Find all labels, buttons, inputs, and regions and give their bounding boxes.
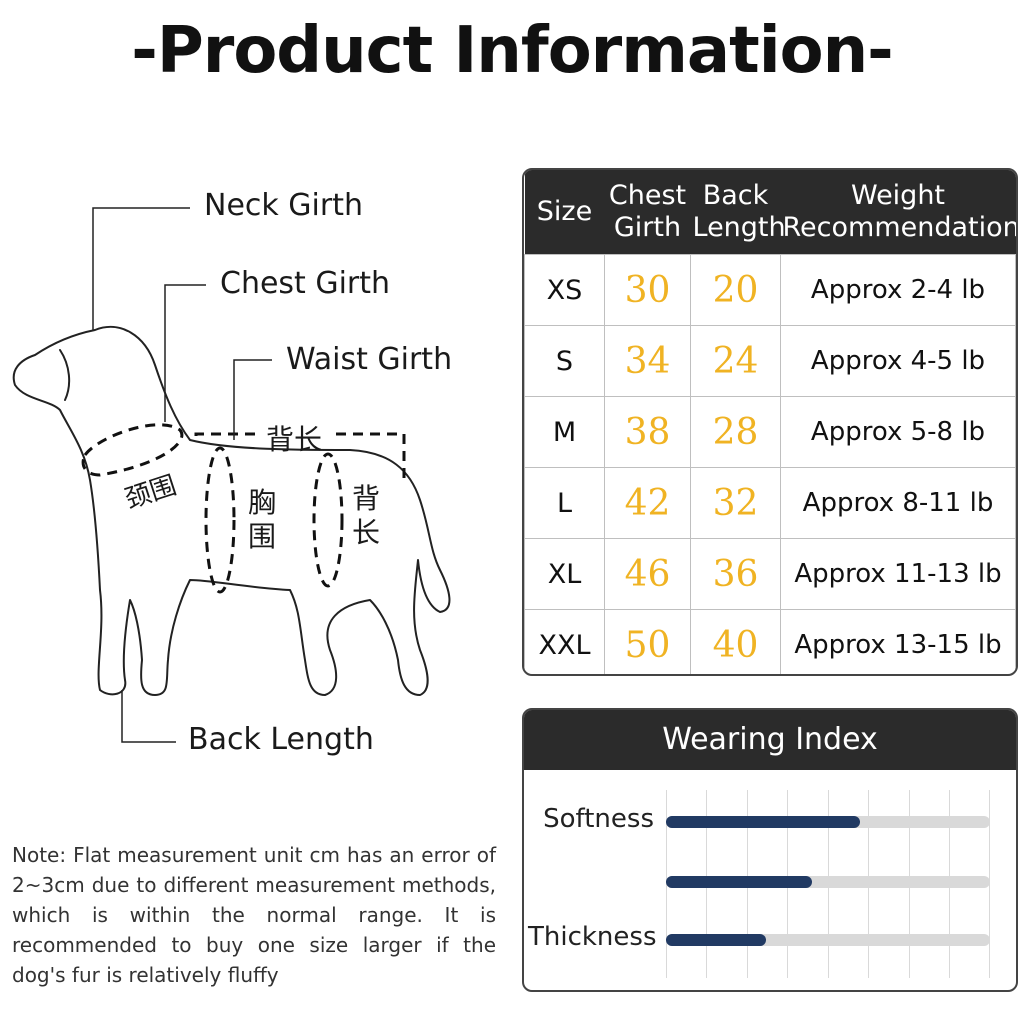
dog-outline-icon (12, 207, 451, 743)
table-row: XS 30 20 Approx 2-4 lb (524, 254, 1016, 326)
chest-cell: 30 (604, 254, 691, 326)
wearing-index-panel: Wearing Index Softness Thickness (522, 708, 1018, 992)
back-cell: 40 (690, 609, 781, 674)
page-title: -Product Information- (131, 14, 893, 88)
neck-girth-label: Neck Girth (204, 188, 363, 223)
table-row: S 34 24 Approx 4-5 lb (524, 325, 1016, 397)
table-row: L 42 32 Approx 8-11 lb (524, 467, 1016, 539)
chest-girth-label: Chest Girth (220, 266, 391, 301)
back-length-label: Back Length (188, 722, 374, 757)
weight-cell: Approx 2-4 lb (780, 254, 1016, 326)
thickness-bar-track (666, 934, 990, 946)
header-weight: Weight Recommendation (780, 170, 1016, 255)
back-cell: 20 (690, 254, 781, 326)
weight-cell: Approx 11-13 lb (780, 538, 1016, 610)
back-cell: 24 (690, 325, 781, 397)
wearing-index-title: Wearing Index (524, 710, 1016, 770)
table-row: M 38 28 Approx 5-8 lb (524, 396, 1016, 468)
dog-measurement-diagram: Neck Girth Chest Girth Waist Girth Back … (0, 150, 520, 790)
size-cell: S (524, 325, 605, 397)
thickness-label: Thickness (528, 922, 657, 952)
chest-cell: 46 (604, 538, 691, 610)
softness-bar-fill (666, 816, 861, 828)
chest-cell: 38 (604, 396, 691, 468)
size-cell: XL (524, 538, 605, 610)
cn-back-length-side-label: 背长 (352, 482, 381, 549)
header-back-length: Back Length (690, 170, 786, 255)
weight-cell: Approx 4-5 lb (780, 325, 1016, 397)
header-size: Size (524, 170, 605, 255)
cn-back-length-top-label: 背长 (266, 423, 323, 456)
size-cell: L (524, 467, 605, 539)
measurement-note: Note: Flat measurement unit cm has an er… (12, 843, 496, 987)
waist-girth-label: Waist Girth (286, 342, 453, 377)
size-table: Size Chest Girth Back Length Weight Reco… (522, 168, 1018, 676)
table-row: XL 46 36 Approx 11-13 lb (524, 538, 1016, 610)
size-table-header: Size Chest Girth Back Length Weight Reco… (524, 170, 1016, 255)
chest-cell: 50 (604, 609, 691, 674)
middle-bar-fill (666, 876, 812, 888)
weight-cell: Approx 8-11 lb (780, 467, 1016, 539)
softness-bar-track (666, 816, 990, 828)
size-cell: XS (524, 254, 605, 326)
softness-label: Softness (543, 804, 654, 834)
cn-chest-label: 胸围 (248, 486, 277, 553)
thickness-bar-fill (666, 934, 767, 946)
weight-cell: Approx 13-15 lb (780, 609, 1016, 674)
weight-cell: Approx 5-8 lb (780, 396, 1016, 468)
size-cell: XXL (524, 609, 605, 674)
chest-cell: 34 (604, 325, 691, 397)
back-cell: 32 (690, 467, 781, 539)
size-cell: M (524, 396, 605, 468)
back-cell: 28 (690, 396, 781, 468)
table-row: XXL 50 40 Approx 13-15 lb (524, 609, 1016, 674)
header-chest-girth: Chest Girth (604, 170, 691, 255)
back-cell: 36 (690, 538, 781, 610)
middle-bar-track (666, 876, 990, 888)
chest-cell: 42 (604, 467, 691, 539)
